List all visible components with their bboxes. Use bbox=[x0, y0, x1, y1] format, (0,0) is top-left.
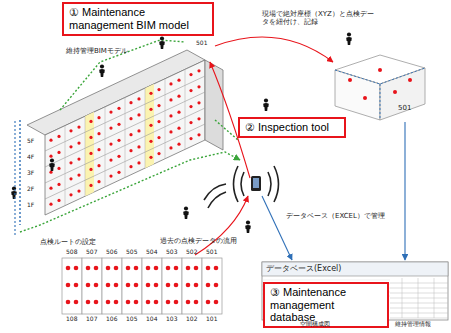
unit-inset bbox=[335, 55, 425, 120]
unit-number: 104 bbox=[146, 316, 157, 323]
route-label: 点検ルートの設定 bbox=[40, 238, 96, 246]
floor-label: 4F bbox=[27, 154, 34, 161]
unit-number: 103 bbox=[166, 316, 177, 323]
unit-number: 505 bbox=[126, 249, 137, 256]
floor-label: 1F bbox=[27, 202, 34, 209]
model-label: 維持管理BIMモデル bbox=[66, 47, 128, 55]
unit-number: 108 bbox=[66, 316, 77, 323]
unit-number: 501 bbox=[196, 40, 207, 47]
unit-number: 506 bbox=[106, 249, 117, 256]
unit-number: 101 bbox=[206, 316, 217, 323]
window-title: データベース(Excel) bbox=[266, 264, 341, 273]
note: 過去の点検データの流用 bbox=[160, 237, 237, 245]
unit-number: 107 bbox=[86, 316, 97, 323]
person-icons bbox=[11, 32, 352, 232]
unit-number: 504 bbox=[146, 249, 157, 256]
floor-label: 5F bbox=[27, 138, 34, 145]
unit-number: 503 bbox=[166, 249, 177, 256]
building bbox=[27, 50, 223, 215]
note: 現場で絶対座標（XYZ）と点検データを紐付け、記録 bbox=[262, 10, 374, 26]
unit-plan bbox=[62, 258, 222, 314]
unit-number: 105 bbox=[126, 316, 137, 323]
unit-number: 502 bbox=[186, 249, 197, 256]
note: データベース（EXCEL）で管理 bbox=[286, 212, 385, 220]
unit-number: 501 bbox=[206, 249, 217, 256]
caption: 空間構成図 bbox=[300, 321, 330, 328]
inspection-route bbox=[20, 40, 240, 232]
floor-label: 2F bbox=[27, 186, 34, 193]
callout-text: ① Maintenance management BIM model bbox=[69, 6, 207, 31]
callout-text: ③ Maintenance management database bbox=[270, 286, 382, 324]
callout-box: ① Maintenance management BIM model bbox=[62, 2, 214, 36]
callout-text: ② Inspection tool bbox=[245, 121, 339, 134]
unit-number: 102 bbox=[186, 316, 197, 323]
tablet bbox=[204, 166, 279, 208]
caption: 維持管理情報 bbox=[395, 321, 431, 328]
unit-number: 501 bbox=[398, 104, 411, 112]
unit-number: 106 bbox=[106, 316, 117, 323]
unit-number: 508 bbox=[66, 249, 77, 256]
floor-label: 3F bbox=[27, 170, 34, 177]
callout-box: ② Inspection tool bbox=[238, 117, 346, 138]
unit-number: 507 bbox=[86, 249, 97, 256]
flow-arrows bbox=[15, 37, 405, 260]
